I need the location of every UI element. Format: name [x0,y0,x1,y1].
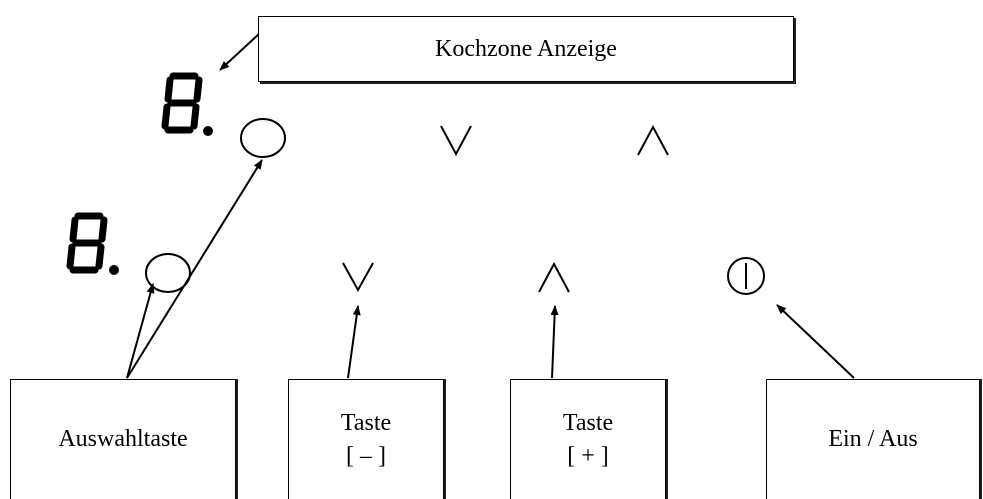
arrow-to-select-bottom [126,283,155,379]
arrow-to-plus-key [550,305,559,379]
arrow-to-select-top [126,159,263,379]
arrow-to-display [219,32,261,71]
plus-key-label-line1: Taste [562,410,614,437]
plus-key-top-chevron-up-icon[interactable] [637,124,669,156]
power-key-label: Ein / Aus [828,426,918,453]
minus-key-label-line1: Taste [340,410,392,437]
decimal-point [109,265,119,275]
minus-key-label-box: Taste [ – ] [288,379,444,499]
zone-display-top [161,72,213,136]
select-key-bottom-circle-icon[interactable] [145,253,191,293]
zone-display-bottom [66,212,119,275]
power-icon[interactable] [727,257,765,295]
plus-key-label-box: Taste [ + ] [510,379,666,499]
minus-key-top-chevron-down-icon[interactable] [440,125,472,157]
zone-display-label-box: Kochzone Anzeige [258,16,794,82]
select-key-top-circle-icon[interactable] [240,118,286,158]
arrow-to-minus-key [347,305,361,379]
decimal-point [203,126,213,136]
power-key-label-box: Ein / Aus [766,379,980,499]
plus-key-chevron-up-icon[interactable] [538,261,570,293]
plus-key-label-line2: [ + ] [567,442,609,469]
select-key-label: Auswahltaste [58,426,188,453]
select-key-label-box: Auswahltaste [10,379,236,499]
zone-display-label: Kochzone Anzeige [435,35,617,62]
minus-key-label-line2: [ – ] [346,442,386,469]
minus-key-chevron-down-icon[interactable] [342,262,374,293]
arrow-to-power-key [776,304,855,379]
